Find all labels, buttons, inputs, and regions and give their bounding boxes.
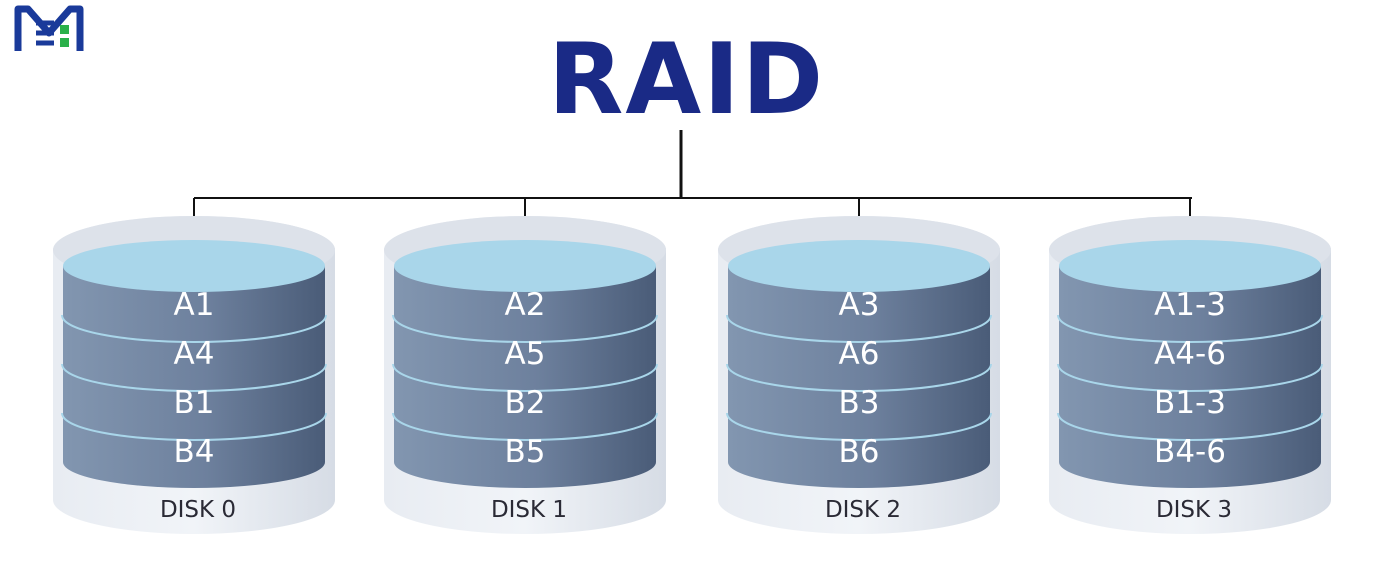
block-label: B1 [174,385,215,421]
disk-label: DISK 1 [491,497,567,523]
disk-label: DISK 2 [825,497,901,523]
block-label: A2 [505,287,546,323]
disk-top [728,240,990,292]
block-label: B4-6 [1154,434,1226,470]
block-label: B5 [505,434,546,470]
block-label: B2 [505,385,546,421]
block-label: B4 [174,434,215,470]
block-label: A1 [174,287,215,323]
block-label: B6 [839,434,880,470]
block-label: B1-3 [1154,385,1226,421]
block-label: A4 [174,336,215,372]
block-label: A4-6 [1154,336,1226,372]
disk-label: DISK 3 [1156,497,1232,523]
disk-top [1059,240,1321,292]
block-label: A6 [839,336,880,372]
block-label: A3 [839,287,880,323]
disk-top [63,240,325,292]
block-label: A1-3 [1154,287,1226,323]
disk-top [394,240,656,292]
disk-label: DISK 0 [160,497,236,523]
m-logo-icon [14,5,84,51]
diagram-title: RAID [547,23,826,137]
connector-lines [193,130,1192,258]
block-label: B3 [839,385,880,421]
block-label: A5 [505,336,546,372]
